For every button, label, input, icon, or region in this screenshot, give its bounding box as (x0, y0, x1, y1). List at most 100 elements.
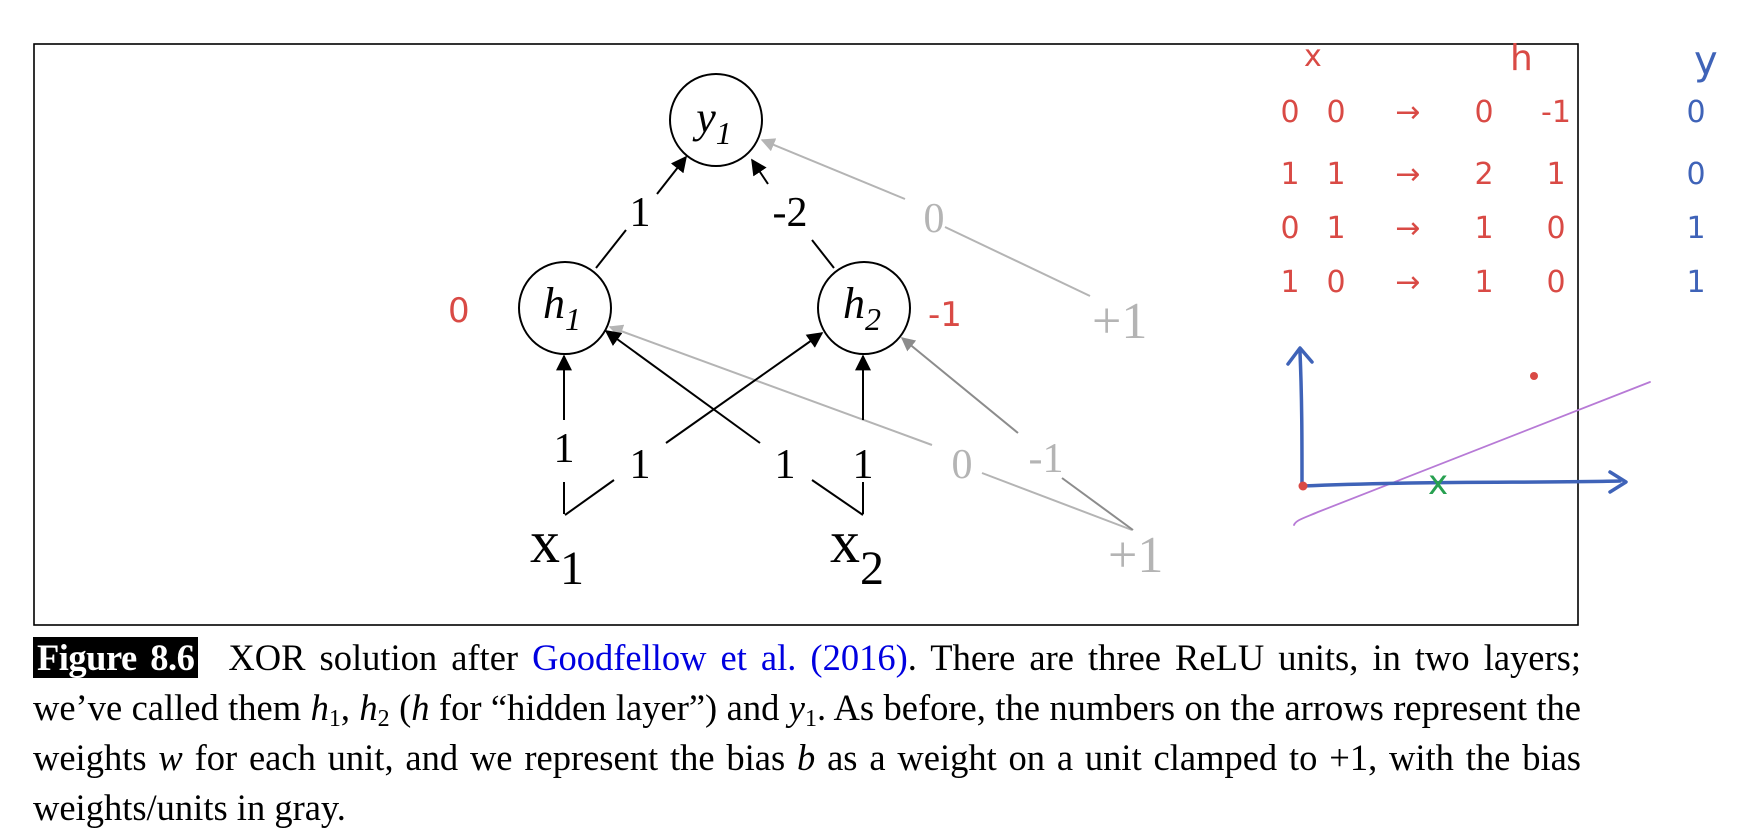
caption-text-1: XOR solution after (228, 637, 533, 678)
edge-h2-y1-upper (751, 158, 769, 185)
table-cell-h2-row4: 0 (1546, 265, 1565, 300)
caption-w-var: w (158, 737, 183, 778)
table-cell-x1-row4: 1 (1280, 265, 1299, 300)
table-cell-h1-row3: 1 (1474, 211, 1493, 246)
caption-b-var: b (797, 737, 816, 778)
table-cell-arrow-row2: → (1395, 157, 1420, 192)
table-cell-y-row1: 0 (1686, 95, 1705, 130)
node-y1: y1 (669, 73, 763, 167)
sketch-y-axis (1298, 350, 1304, 486)
table-cell-h1-row2: 2 (1474, 157, 1493, 192)
hand-sketch-plot (1286, 346, 1651, 526)
table-cell-x2-row4: 0 (1326, 265, 1345, 300)
edge-h1-y1-upper (656, 155, 687, 195)
table-header-x: x (1304, 39, 1322, 74)
bias-node-top: +1 (1092, 293, 1147, 350)
node-h2-main: h (843, 279, 865, 328)
table-cell-h2-row1: -1 (1541, 95, 1571, 130)
node-x1-main: x (530, 509, 560, 575)
caption-sep: , (340, 687, 360, 728)
caption-h2-sub: 2 (377, 706, 390, 732)
table-cell-y-row4: 1 (1686, 265, 1705, 300)
caption-text-4: for “hidden layer”) and (429, 687, 789, 728)
table-cell-x1-row3: 0 (1280, 211, 1299, 246)
table-cell-x2-row3: 1 (1326, 211, 1345, 246)
table-cell-arrow-row1: → (1395, 95, 1420, 130)
edge-bias-y1-upper (760, 138, 906, 200)
weight-edges (556, 155, 871, 516)
edge-bias-h2-lower (1061, 477, 1134, 531)
weight-x2-h2: 1 (853, 442, 874, 488)
svg-text:h1: h1 (543, 279, 581, 337)
table-cell-x1-row1: 0 (1280, 95, 1299, 130)
node-x2: x2 (830, 509, 884, 595)
figure-label: Figure 8.6 (33, 637, 199, 678)
caption-text-5: . As before, the numbers on the arrows r… (33, 687, 1581, 778)
sketch-point-2-1 (1530, 372, 1538, 380)
note-h1-bias: 0 (448, 291, 470, 331)
node-h1-main: h (543, 279, 565, 328)
table-cell-y-row2: 0 (1686, 157, 1705, 192)
weight-h2-y1: -2 (773, 190, 808, 236)
sketch-y-axis-arrowhead (1286, 346, 1314, 366)
node-y1-main: y (692, 93, 716, 142)
caption-text-2: . There are three ReLU units, in two lay… (33, 637, 1581, 728)
edge-bias-h1-lower (981, 472, 1133, 531)
edge-x2-h1-upper (604, 330, 761, 444)
caption-text-7: as a weight on a unit clamped to +1, wit… (33, 737, 1581, 828)
node-x1-sub: 1 (560, 542, 584, 595)
edge-bias-h2-upper (900, 337, 1019, 434)
sketch-x-axis-arrowhead (1608, 470, 1628, 494)
sketch-decision-line (1293, 381, 1651, 526)
table-cell-x1-row2: 1 (1280, 157, 1299, 192)
weight-bias-h1: 0 (952, 442, 973, 488)
edge-x1-h2-upper (665, 332, 824, 444)
handwritten-notes-red: 0 -1 (448, 291, 962, 335)
bias-edges (608, 138, 1133, 531)
sketch-cross-mark: x (1428, 463, 1448, 503)
caption-y-var: y (788, 687, 805, 728)
weight-h1-y1: 1 (630, 190, 651, 236)
weight-x1-h1: 1 (554, 426, 575, 472)
weight-x1-h2: 1 (630, 442, 651, 488)
caption-h2-var: h (359, 687, 378, 728)
node-h1: h1 (518, 261, 612, 355)
figure-caption: Figure 8.6 XOR solution after Goodfellow … (33, 633, 1581, 833)
sketch-origin-point (1298, 481, 1308, 491)
node-h2-sub: 2 (865, 301, 881, 337)
weight-x2-h1: 1 (775, 442, 796, 488)
table-cell-h1-row4: 1 (1474, 265, 1493, 300)
table-cell-x2-row1: 0 (1326, 95, 1345, 130)
edge-bias-h1-upper (608, 324, 933, 446)
node-x2-sub: 2 (860, 542, 884, 595)
bias-node-bottom: +1 (1108, 527, 1163, 584)
table-cell-x2-row2: 1 (1326, 157, 1345, 192)
table-header-h: h (1510, 38, 1533, 79)
table-cell-y-row3: 1 (1686, 211, 1705, 246)
table-cell-arrow-row4: → (1395, 265, 1420, 300)
node-y1-sub: 1 (716, 115, 732, 151)
node-x1: x1 (530, 509, 584, 595)
weight-bias-y1: 0 (924, 196, 945, 242)
svg-text:y1: y1 (692, 93, 732, 151)
caption-text-6: for each unit, and we represent the bias (182, 737, 798, 778)
caption-h1-var: h (310, 687, 329, 728)
edge-h2-y1-lower (811, 239, 835, 269)
node-x2-main: x (830, 509, 860, 575)
table-cell-h2-row2: 1 (1546, 157, 1565, 192)
edge-bias-y1-lower (944, 226, 1091, 297)
table-cell-arrow-row3: → (1395, 211, 1420, 246)
caption-y-sub: 1 (805, 706, 817, 732)
weight-bias-h2: -1 (1029, 436, 1064, 482)
caption-text-3: ( (389, 687, 412, 728)
bias-edge-h2 (900, 337, 1134, 531)
table-cell-h2-row3: 0 (1546, 211, 1565, 246)
citation-link[interactable]: Goodfellow et al. (2016) (532, 637, 908, 678)
svg-text:h2: h2 (843, 279, 881, 337)
figure-frame (33, 43, 1579, 626)
node-h1-sub: 1 (565, 301, 581, 337)
caption-h1-sub: 1 (328, 706, 341, 732)
edge-x1-h2-lower (564, 479, 615, 516)
